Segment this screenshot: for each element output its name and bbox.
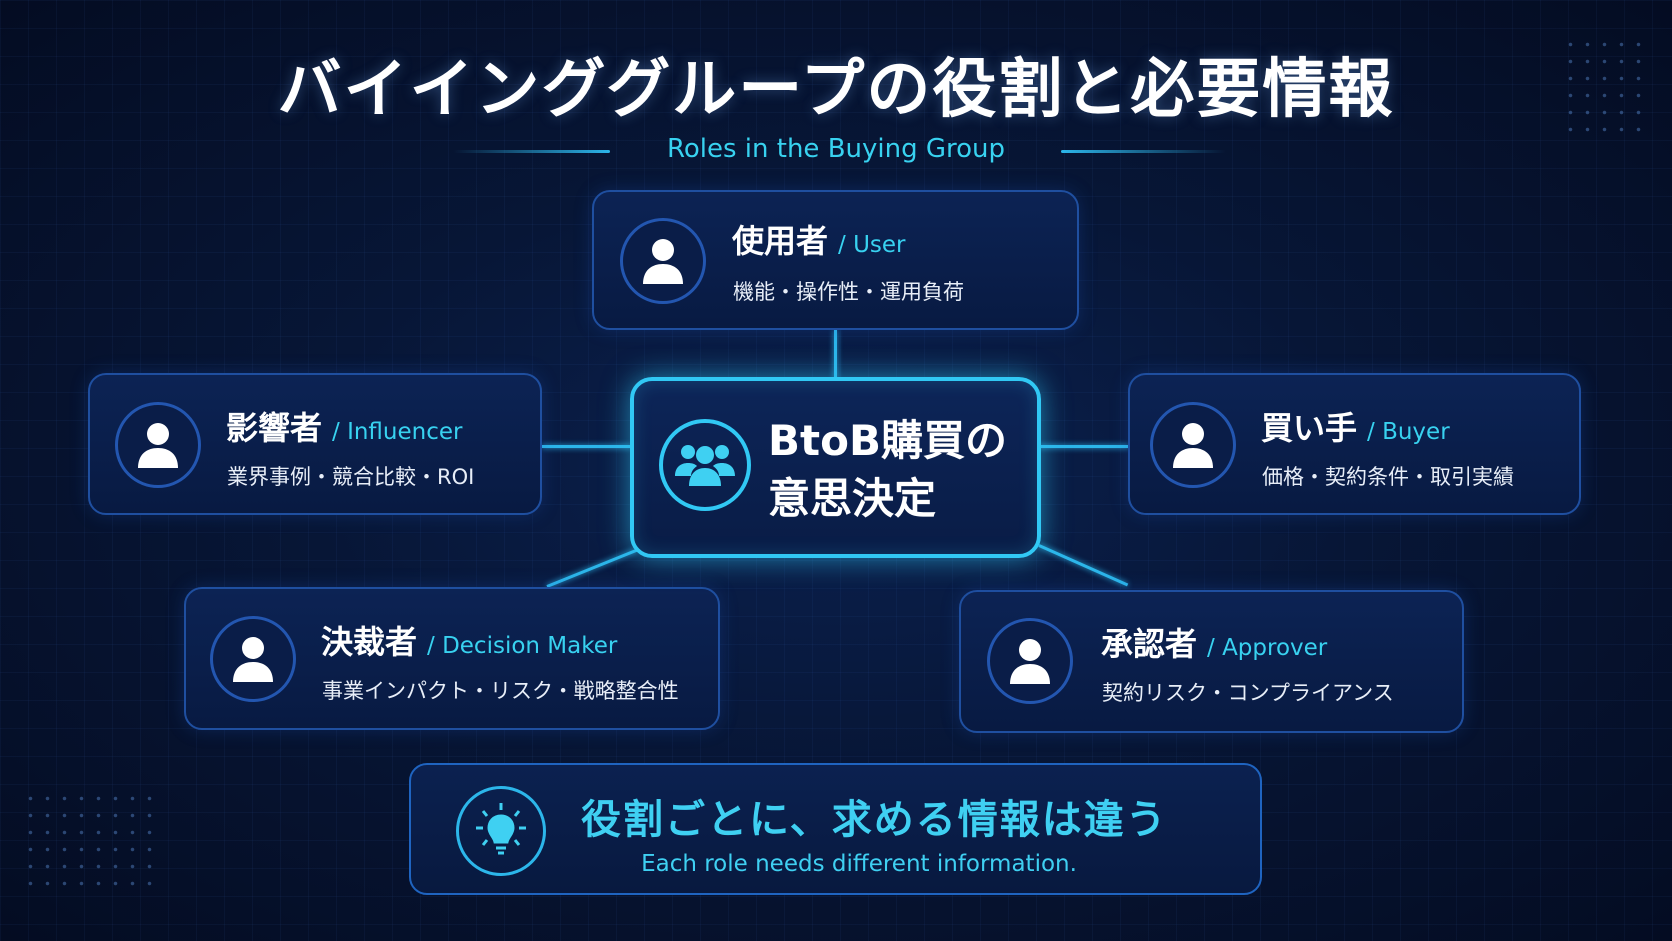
key-message-english: Each role needs different information. bbox=[641, 851, 1077, 877]
role-name: 決裁者/ Decision Maker bbox=[321, 623, 618, 661]
role-name: 買い手/ Buyer bbox=[1261, 409, 1450, 447]
person-icon bbox=[620, 218, 706, 304]
dot-pattern bbox=[22, 790, 152, 890]
divider bbox=[453, 150, 610, 153]
center-title-line2: 意思決定 bbox=[768, 474, 937, 523]
page-title: バイインググループの役割と必要情報 bbox=[277, 53, 1395, 127]
divider bbox=[1061, 150, 1226, 153]
role-card-buyer: 買い手/ Buyer 価格・契約条件・取引実績 bbox=[1128, 373, 1581, 515]
role-card-user: 使用者/ User 機能・操作性・運用負荷 bbox=[592, 190, 1079, 330]
dot-pattern bbox=[1562, 36, 1652, 136]
group-icon bbox=[659, 419, 751, 511]
connector bbox=[542, 445, 632, 448]
role-description: 価格・契約条件・取引実績 bbox=[1262, 465, 1514, 489]
role-description: 契約リスク・コンプライアンス bbox=[1102, 681, 1394, 705]
center-decision-node: BtoB購買の 意思決定 bbox=[630, 377, 1041, 558]
person-icon bbox=[1150, 402, 1236, 488]
person-icon bbox=[987, 618, 1073, 704]
role-card-decision-maker: 決裁者/ Decision Maker 事業インパクト・リスク・戦略整合性 bbox=[184, 587, 720, 730]
role-card-influencer: 影響者/ Influencer 業界事例・競合比較・ROI bbox=[88, 373, 542, 515]
person-icon bbox=[115, 402, 201, 488]
center-title-line1: BtoB購買の bbox=[768, 416, 1007, 465]
key-message-panel: 役割ごとに、求める情報は違う Each role needs different… bbox=[409, 763, 1262, 895]
role-name: 使用者/ User bbox=[732, 222, 906, 260]
person-icon bbox=[210, 616, 296, 702]
role-description: 業界事例・競合比較・ROI bbox=[227, 465, 475, 489]
page-subtitle: Roles in the Buying Group bbox=[666, 134, 1006, 164]
role-description: 事業インパクト・リスク・戦略整合性 bbox=[322, 679, 679, 703]
key-message: 役割ごとに、求める情報は違う bbox=[581, 797, 1168, 843]
connector bbox=[1039, 445, 1129, 448]
role-name: 承認者/ Approver bbox=[1101, 625, 1328, 663]
lightbulb-icon bbox=[456, 786, 546, 876]
role-card-approver: 承認者/ Approver 契約リスク・コンプライアンス bbox=[959, 590, 1464, 733]
connector bbox=[834, 330, 837, 379]
role-description: 機能・操作性・運用負荷 bbox=[733, 280, 964, 304]
role-name: 影響者/ Influencer bbox=[226, 409, 463, 447]
